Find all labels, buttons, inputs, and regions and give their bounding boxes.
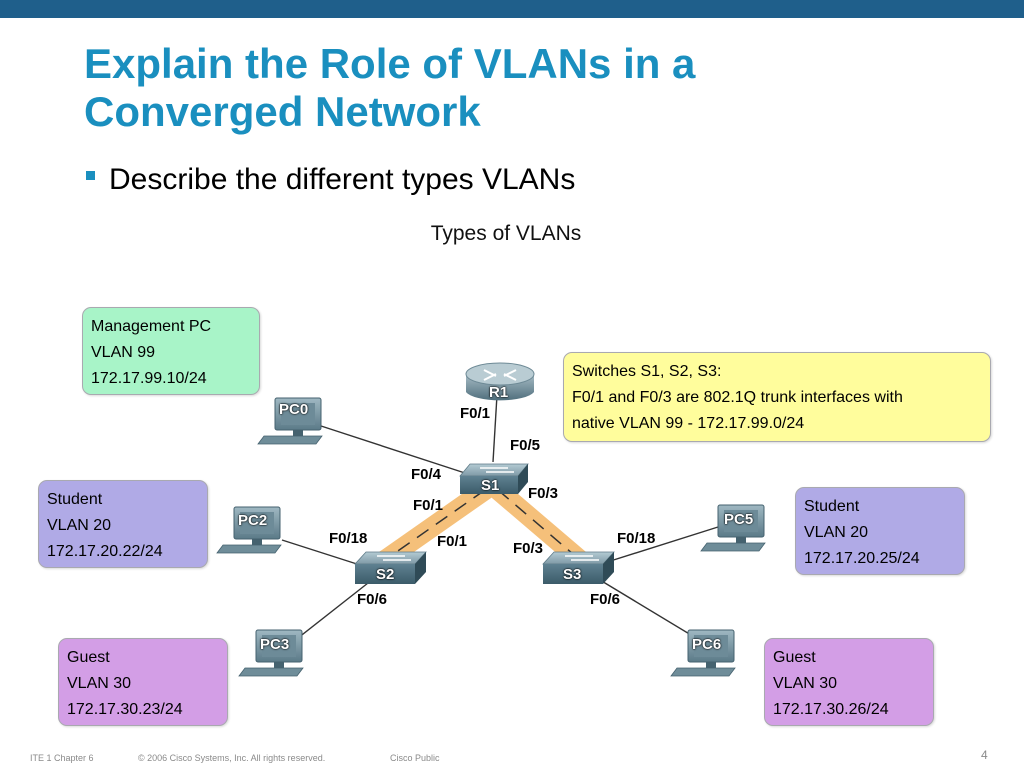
port-label-s1-f03: F0/3 xyxy=(528,485,559,502)
port-label-s2-f018: F0/18 xyxy=(329,530,368,547)
port-label-s3-f06: F0/6 xyxy=(590,591,621,608)
student-right-line3: 172.17.20.25/24 xyxy=(804,550,920,567)
switch-s2-icon xyxy=(354,551,427,584)
pc5-icon xyxy=(700,504,766,552)
pc3-icon xyxy=(238,629,304,677)
trunk-line-s1-s3 xyxy=(497,489,581,561)
student-left-box: Student VLAN 20 172.17.20.22/24 xyxy=(38,480,208,568)
footer-classification: Cisco Public xyxy=(390,753,440,763)
student-right-line1: Student xyxy=(804,498,860,515)
port-label-s2-f01: F0/1 xyxy=(437,533,468,550)
bullet-text: Describe the different types VLANs xyxy=(109,163,576,196)
student-right-line2: VLAN 20 xyxy=(804,524,869,541)
bullet-item: Describe the different types VLANs xyxy=(86,163,575,197)
switch-s2-label: S2 xyxy=(376,566,395,583)
management-pc-box: Management PC VLAN 99 172.17.99.10/24 xyxy=(82,307,260,395)
pc6-label: PC6 xyxy=(692,636,722,653)
router-r1-label: R1 xyxy=(489,384,509,401)
management-box-line1: Management PC xyxy=(91,318,212,335)
slide-title-line1: Explain the Role of VLANs in a xyxy=(84,40,696,87)
trunk-links xyxy=(375,480,590,570)
guest-left-line3: 172.17.30.23/24 xyxy=(67,701,183,718)
page-number: 4 xyxy=(981,748,988,762)
port-label-s3-f018: F0/18 xyxy=(617,530,656,547)
guest-right-line3: 172.17.30.26/24 xyxy=(773,701,889,718)
student-right-box: Student VLAN 20 172.17.20.25/24 xyxy=(795,487,965,575)
guest-right-line1: Guest xyxy=(773,649,816,666)
port-label-s1-f04: F0/4 xyxy=(411,466,442,483)
note-line3: native VLAN 99 - 172.17.99.0/24 xyxy=(572,415,805,432)
router-r1-icon xyxy=(465,362,535,401)
switch-s3-icon xyxy=(542,551,615,584)
student-left-line3: 172.17.20.22/24 xyxy=(47,543,163,560)
footer-course: ITE 1 Chapter 6 xyxy=(30,753,94,763)
port-label-s2-f06: F0/6 xyxy=(357,591,388,608)
management-box-line2: VLAN 99 xyxy=(91,344,156,361)
link-s3-pc6 xyxy=(599,579,697,639)
access-links xyxy=(281,394,719,639)
switch-s1-label: S1 xyxy=(481,477,500,494)
slide-title-line2: Converged Network xyxy=(84,88,481,135)
pc3-label: PC3 xyxy=(260,636,290,653)
guest-left-line2: VLAN 30 xyxy=(67,675,132,692)
slide-title: Explain the Role of VLANs in a Converged… xyxy=(84,40,984,136)
port-label-s1-f01: F0/1 xyxy=(413,497,444,514)
link-pc2-s2 xyxy=(281,539,361,566)
link-s3-pc5 xyxy=(603,526,719,564)
student-left-line1: Student xyxy=(47,491,103,508)
link-pc0-s1 xyxy=(317,424,469,475)
trunk-note-box: Switches S1, S2, S3: F0/1 and F0/3 are 8… xyxy=(563,352,991,442)
management-box-line3: 172.17.99.10/24 xyxy=(91,370,207,387)
top-bar xyxy=(0,0,1024,18)
student-left-line2: VLAN 20 xyxy=(47,517,112,534)
pc6-icon xyxy=(670,629,736,677)
guest-right-line2: VLAN 30 xyxy=(773,675,838,692)
footer-copyright: © 2006 Cisco Systems, Inc. All rights re… xyxy=(138,753,326,763)
switch-s3-label: S3 xyxy=(563,566,582,583)
pc5-label: PC5 xyxy=(724,511,754,528)
guest-left-line1: Guest xyxy=(67,649,110,666)
pc2-label: PC2 xyxy=(238,512,268,529)
trunk-line-s1-s2 xyxy=(384,489,486,561)
note-line2: F0/1 and F0/3 are 802.1Q trunk interface… xyxy=(572,389,903,406)
pc2-icon xyxy=(216,506,282,554)
diagram-title-text: Types of VLANs xyxy=(430,222,582,245)
guest-right-box: Guest VLAN 30 172.17.30.26/24 xyxy=(764,638,934,726)
pc0-icon xyxy=(257,397,323,445)
port-label-r1-f01: F0/1 xyxy=(460,405,491,422)
link-r1-s1 xyxy=(492,394,498,463)
link-pc3-s2 xyxy=(297,582,369,639)
guest-left-box: Guest VLAN 30 172.17.30.23/24 xyxy=(58,638,228,726)
port-label-s3-f03: F0/3 xyxy=(513,540,544,557)
port-label-s1-f05: F0/5 xyxy=(510,437,541,454)
note-line1: Switches S1, S2, S3: xyxy=(572,363,722,380)
diagram-title: Types of VLANs xyxy=(0,222,1024,246)
switch-s1-icon xyxy=(459,463,529,494)
bullet-square-icon xyxy=(86,170,95,180)
pc0-label: PC0 xyxy=(279,401,309,418)
